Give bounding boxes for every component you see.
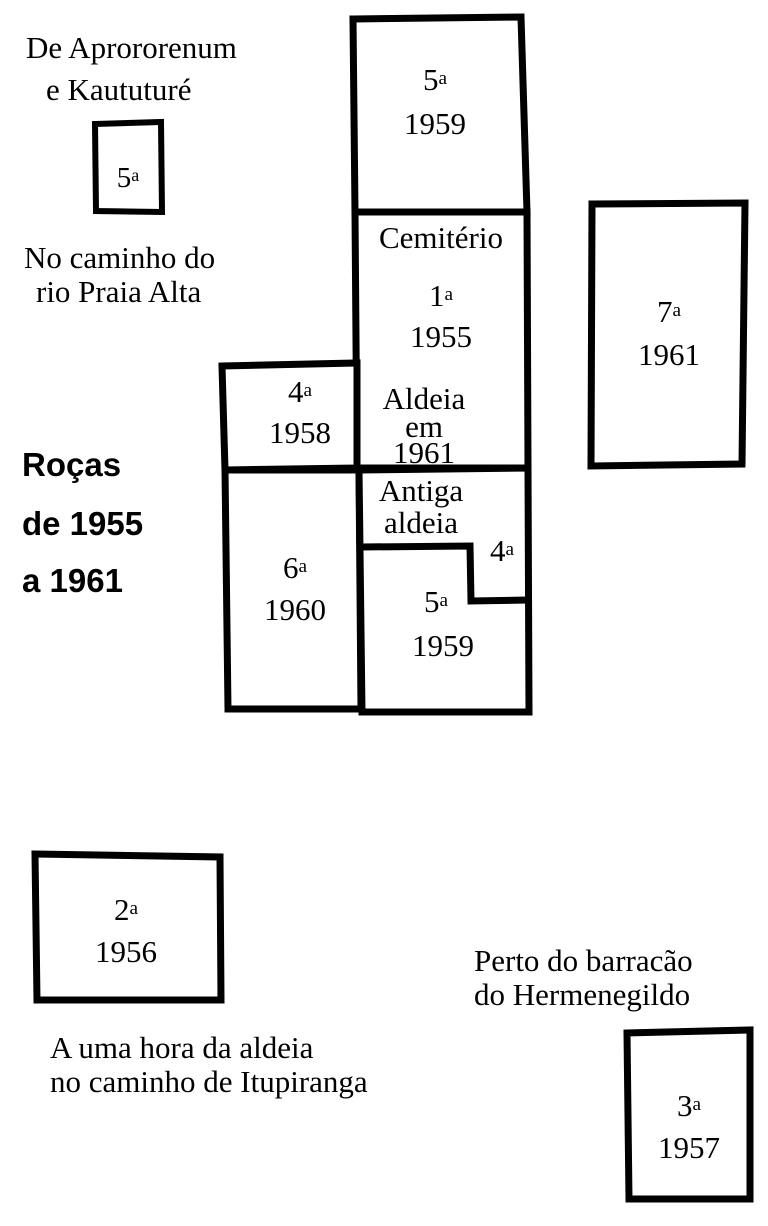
title-line-2: de 1955 <box>22 505 143 542</box>
plot-5a-aprororenum-shape[interactable] <box>91 118 166 216</box>
plot-4a-notch-label: 4a <box>490 533 515 568</box>
plot-7a-1961-shape[interactable] <box>587 199 749 470</box>
annotation-itupiranga-line2: no caminho de Itupiranga <box>50 1064 368 1099</box>
plot-5a-1959-bottom-label: 5a <box>424 584 449 619</box>
annotation-aprororenum-line1: De Aprororenum <box>26 30 237 65</box>
plot-4a-1958-label: 4a <box>288 374 313 409</box>
plot-2a-1956-shape[interactable] <box>31 850 225 1004</box>
plot-6a-1960-suffix: a <box>298 556 307 577</box>
plot-4a-1958-ordinal: 4 <box>288 374 304 409</box>
plot-5a-1959-bottom-suffix: a <box>439 590 448 611</box>
annotation-rio-praia-alta-line1: No caminho do <box>24 240 215 275</box>
plot-3a-1957-suffix: a <box>692 1094 701 1115</box>
plot-4a-1958-year: 1958 <box>269 415 331 450</box>
plot-7a-1961-suffix: a <box>672 300 681 321</box>
plot-5a-1959-bottom-ordinal: 5 <box>424 584 440 619</box>
plot-3a-1957-year: 1957 <box>658 1130 720 1165</box>
plot-5a-aprororenum-ordinal: 5 <box>117 162 132 194</box>
plot-1a-1955-footer-line1: Aldeia <box>383 381 466 416</box>
plot-5a-aprororenum-label: 5a <box>117 162 140 194</box>
plot-4a-1958-suffix: a <box>303 380 312 401</box>
plot-4a-notch-ordinal: 4 <box>490 533 506 568</box>
plot-antiga-aldeia-line1: Antiga <box>379 473 464 508</box>
plot-5a-1959-bottom-year: 1959 <box>412 628 474 663</box>
title-line-3: a 1961 <box>22 562 123 599</box>
plot-7a-1961-ordinal: 7 <box>657 294 673 329</box>
annotation-rio-praia-alta-line2: rio Praia Alta <box>36 274 202 309</box>
annotation-itupiranga-line1: A uma hora da aldeia <box>50 1030 314 1065</box>
plot-2a-1956-year: 1956 <box>95 934 157 969</box>
title-line-1: Roças <box>22 446 121 483</box>
plot-5a-aprororenum-suffix: a <box>131 165 139 185</box>
plot-6a-1960-year: 1960 <box>264 592 326 627</box>
plot-1a-1955-year: 1955 <box>410 319 472 354</box>
plot-4a-notch-divider[interactable] <box>360 542 529 605</box>
plot-7a-1961-label: 7a <box>657 294 682 329</box>
plot-1a-1955-label: 1a <box>429 278 454 313</box>
plot-2a-1956-label: 2a <box>114 892 139 927</box>
plot-2a-1956-suffix: a <box>129 898 138 919</box>
plot-5a-1959-top-ordinal: 5 <box>423 62 439 97</box>
plot-3a-1957-ordinal: 3 <box>677 1088 693 1123</box>
plot-6a-1960-label: 6a <box>283 550 308 585</box>
annotation-hermenegildo-line2: do Hermenegildo <box>474 977 690 1012</box>
plot-lower-central-block-shape[interactable] <box>355 464 533 716</box>
plot-6a-1960-ordinal: 6 <box>283 550 299 585</box>
plot-antiga-aldeia-line2: aldeia <box>384 505 458 540</box>
plot-2a-1956-ordinal: 2 <box>114 892 130 927</box>
plot-5a-1959-top-label: 5a <box>423 62 448 97</box>
plot-1a-1955-suffix: a <box>444 284 453 305</box>
plot-1a-1955-footer-line2: em <box>405 409 443 444</box>
plot-5a-1959-top-year: 1959 <box>404 106 466 141</box>
plot-1a-1955-ordinal: 1 <box>429 278 445 313</box>
plot-3a-1957-shape[interactable] <box>623 1026 754 1203</box>
plot-4a-notch-suffix: a <box>505 539 514 560</box>
plot-6a-1960-shape[interactable] <box>221 466 365 713</box>
plot-3a-1957-label: 3a <box>677 1088 702 1123</box>
annotation-aprororenum-line2: e Kaututuré <box>46 72 191 107</box>
plot-1a-1955-header: Cemitério <box>379 220 503 255</box>
plot-1a-1955-footer-line3: 1961 <box>393 435 455 470</box>
plot-5a-1959-top-suffix: a <box>438 68 447 89</box>
annotation-hermenegildo-line1: Perto do barracão <box>474 943 693 978</box>
plot-7a-1961-year: 1961 <box>638 337 700 372</box>
